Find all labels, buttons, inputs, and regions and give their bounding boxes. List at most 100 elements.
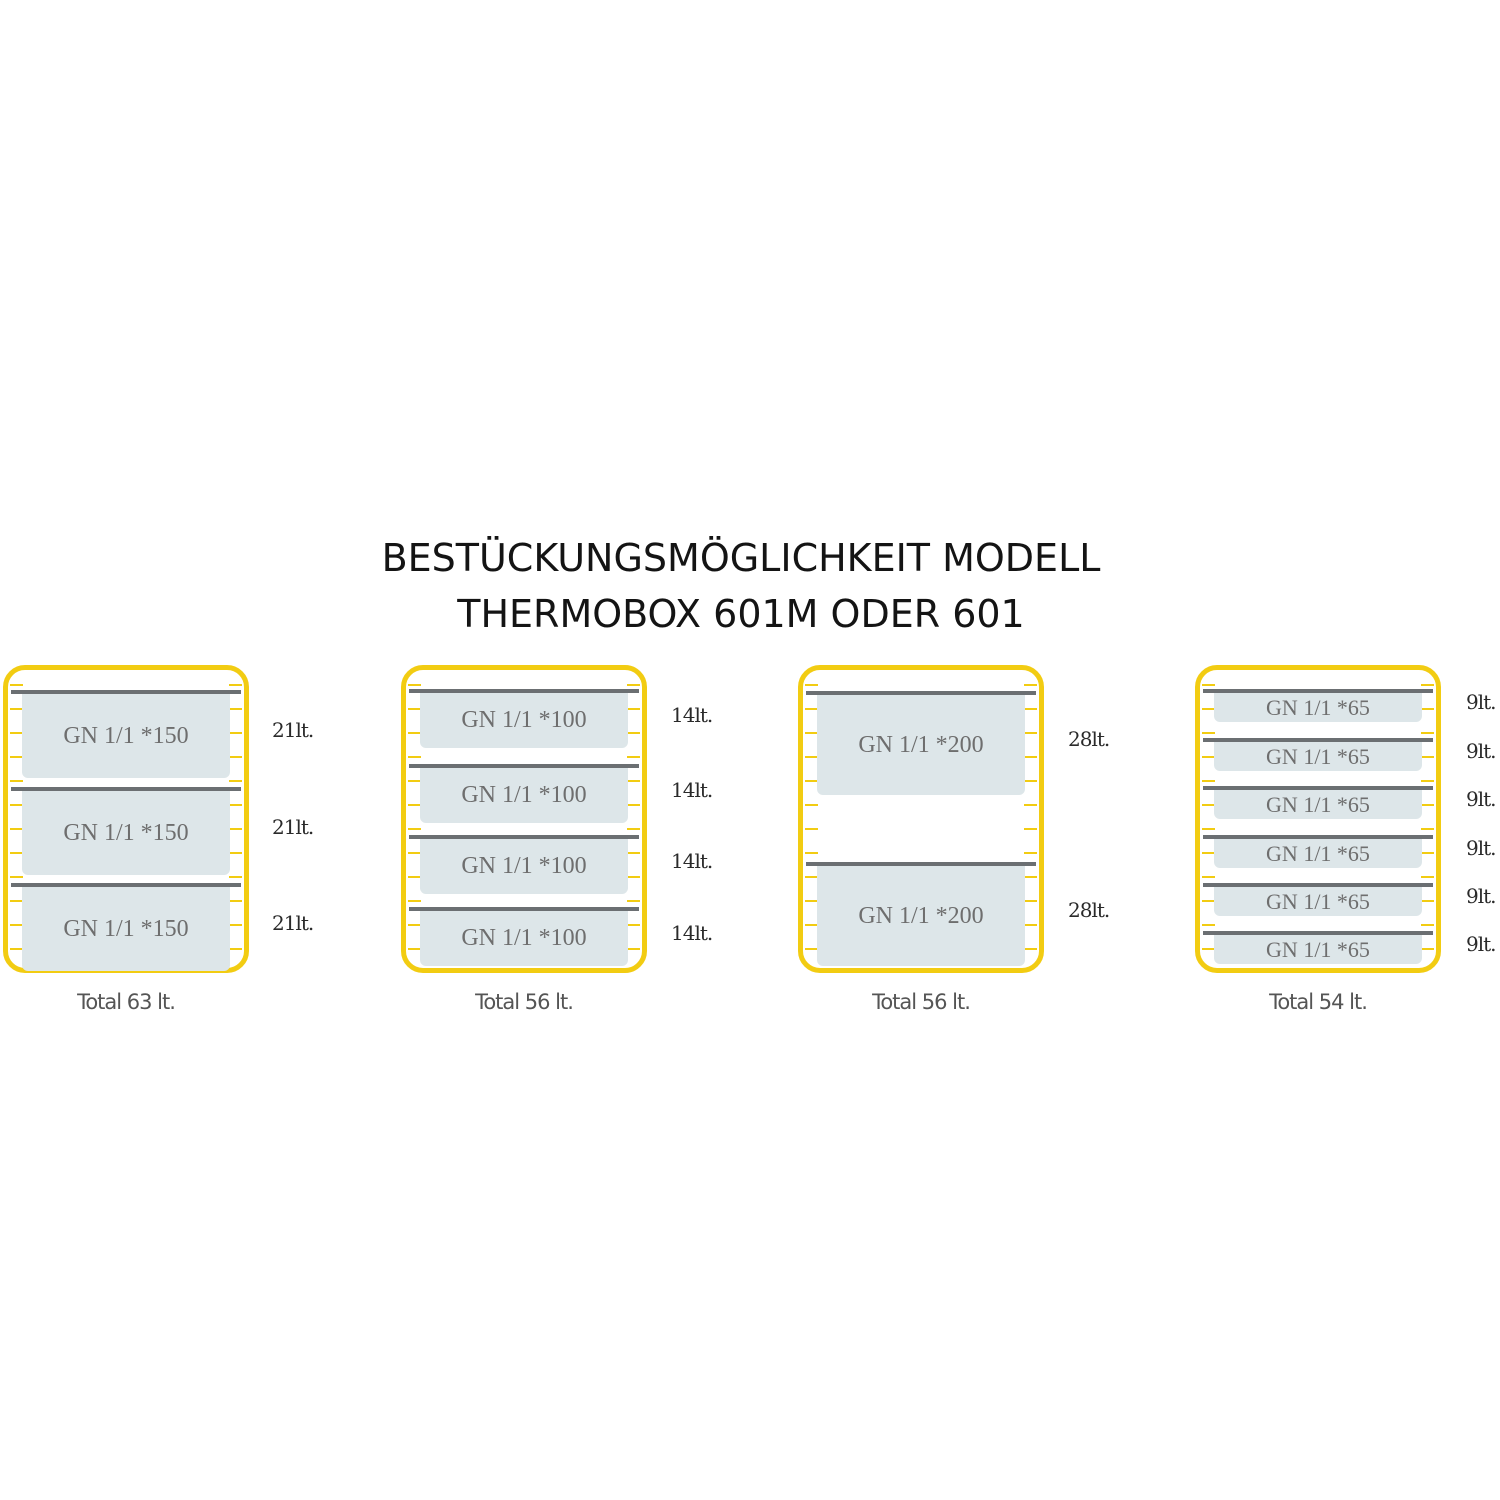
shelf-tick [229,948,242,950]
shelf-tick [10,924,23,926]
pan-volume-label: 9lt. [1466,689,1496,714]
shelf-tick [805,900,818,902]
shelf-tick [1421,924,1434,926]
shelf-tick [1202,684,1215,686]
gastronorm-pan: GN 1/1 *65 [1214,887,1422,916]
shelf-rail [409,689,639,693]
shelf-tick [229,756,242,758]
shelf-rail [11,787,241,791]
shelf-tick [1024,948,1037,950]
shelf-tick [1024,828,1037,830]
shelf-rail [409,835,639,839]
shelf-tick [1202,804,1215,806]
shelf-tick [1202,924,1215,926]
gastronorm-pan: GN 1/1 *150 [22,791,230,875]
shelf-tick [408,708,421,710]
shelf-tick [805,780,818,782]
shelf-rail [409,764,639,768]
shelf-tick [805,684,818,686]
shelf-tick [408,684,421,686]
shelf-tick [229,852,242,854]
shelf-tick [229,876,242,878]
title-line-2: THERMOBOX 601M ODER 601 [457,592,1025,636]
shelf-tick [408,900,421,902]
total-capacity-label: Total 56 lt. [475,990,574,1014]
gastronorm-pan: GN 1/1 *100 [420,839,628,894]
shelf-tick [627,876,640,878]
shelf-tick [229,900,242,902]
pan-volume-label: 9lt. [1466,931,1496,956]
shelf-tick [627,780,640,782]
diagram-title: BESTÜCKUNGSMÖGLICHKEIT MODELL THERMOBOX … [0,530,1482,642]
shelf-rail [11,883,241,887]
gastronorm-pan: GN 1/1 *200 [817,695,1025,795]
shelf-tick [627,684,640,686]
shelf-tick [229,732,242,734]
thermobox-frame: GN 1/1 *65 GN 1/1 *65 GN 1/1 *65 GN 1/1 *65… [1195,665,1441,973]
shelf-tick [805,708,818,710]
pan-volume-label: 21lt. [272,815,314,839]
shelf-tick [408,924,421,926]
shelf-tick [1202,732,1215,734]
shelf-tick [408,828,421,830]
shelf-tick [1421,780,1434,782]
gastronorm-pan: GN 1/1 *65 [1214,935,1422,964]
shelf-tick [408,780,421,782]
pan-volume-label: 9lt. [1466,738,1496,763]
shelf-tick [229,780,242,782]
shelf-tick [408,876,421,878]
total-capacity-label: Total 56 lt. [872,990,971,1014]
pan-volume-label: 28lt. [1068,727,1110,751]
gastronorm-pan: GN 1/1 *65 [1214,790,1422,819]
shelf-tick [1024,684,1037,686]
shelf-tick [408,948,421,950]
shelf-tick [1421,948,1434,950]
shelf-tick [805,876,818,878]
shelf-tick [805,924,818,926]
shelf-tick [408,756,421,758]
pan-volume-label: 9lt. [1466,835,1496,860]
shelf-rail [1203,931,1433,935]
shelf-rail [11,690,241,694]
shelf-tick [10,804,23,806]
shelf-tick [229,708,242,710]
pan-volume-label: 9lt. [1466,786,1496,811]
shelf-tick [10,900,23,902]
title-line-1: BESTÜCKUNGSMÖGLICHKEIT MODELL [381,536,1101,580]
shelf-tick [627,900,640,902]
shelf-tick [1024,732,1037,734]
shelf-tick [1421,828,1434,830]
shelf-tick [1024,708,1037,710]
shelf-tick [805,804,818,806]
shelf-tick [229,828,242,830]
shelf-tick [1024,876,1037,878]
shelf-tick [1202,780,1215,782]
shelf-rail [1203,689,1433,693]
gastronorm-pan: GN 1/1 *65 [1214,839,1422,868]
shelf-tick [1024,924,1037,926]
shelf-tick [805,828,818,830]
gastronorm-pan: GN 1/1 *150 [22,694,230,778]
shelf-tick [10,876,23,878]
pan-volume-label: 21lt. [272,718,314,742]
shelf-tick [10,684,23,686]
shelf-tick [1024,780,1037,782]
shelf-tick [1421,708,1434,710]
shelf-rail [806,691,1036,695]
gastronorm-pan: GN 1/1 *100 [420,693,628,748]
shelf-tick [627,948,640,950]
shelf-tick [10,756,23,758]
shelf-tick [1202,876,1215,878]
shelf-tick [1421,804,1434,806]
pan-volume-label: 14lt. [671,777,713,802]
shelf-tick [10,708,23,710]
shelf-tick [408,732,421,734]
shelf-tick [805,756,818,758]
shelf-tick [1421,876,1434,878]
shelf-tick [229,684,242,686]
gastronorm-pan: GN 1/1 *100 [420,768,628,823]
shelf-tick [627,804,640,806]
